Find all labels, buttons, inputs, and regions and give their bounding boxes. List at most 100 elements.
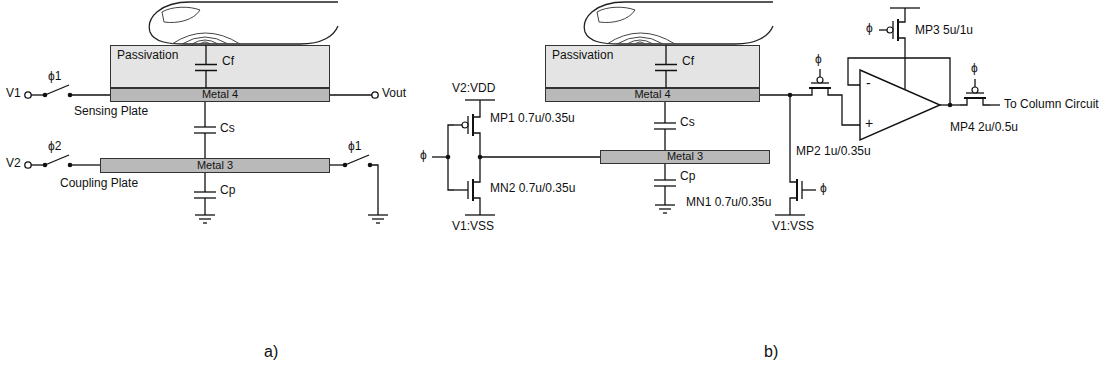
capacitor-plate [194, 132, 216, 133]
capacitor-plate [654, 128, 676, 129]
plate-name: Metal 4 [634, 89, 670, 101]
capacitor-connector [204, 102, 205, 158]
capacitor-label: Cs [680, 116, 695, 129]
wire [904, 45, 905, 89]
input-sign: - [866, 76, 871, 91]
layer-name: Passivation [117, 49, 178, 62]
ground-symbol [655, 204, 675, 205]
connectors [205, 102, 665, 158]
capacitor-plate [194, 126, 216, 127]
switch-symbol [45, 155, 69, 165]
transistor-label: MP1 0.7u/0.35u [490, 112, 575, 125]
wire [204, 173, 205, 192]
ground-symbol [659, 208, 671, 209]
plate-name: Sensing Plate [74, 105, 148, 118]
nmos-symbol [454, 175, 480, 205]
wire [664, 164, 665, 180]
clock-label: ϕ [815, 53, 822, 66]
ground-symbol [199, 218, 211, 219]
transistor-label: MN1 0.7u/0.35u [686, 196, 771, 209]
switch-symbol [345, 155, 369, 165]
pmos-symbol [454, 110, 480, 140]
capacitor-label: Cp [220, 184, 235, 197]
clock-label: ϕ [820, 182, 827, 195]
wire [370, 165, 378, 215]
capacitor-connector [664, 102, 665, 150]
wire [904, 8, 905, 15]
metal-plate: Metal 4 [545, 88, 760, 102]
wire [70, 164, 100, 165]
ground-symbol [663, 212, 667, 213]
output-label: To Column Circuit [1004, 98, 1099, 111]
nmos-symbol [790, 175, 816, 205]
wire [330, 94, 372, 95]
layer-name: Passivation [552, 49, 613, 62]
wire [835, 95, 860, 125]
wire [70, 94, 110, 95]
wire [760, 94, 805, 95]
finger-illustration [149, 2, 338, 44]
ground-symbol [376, 222, 380, 223]
transistor-label: MP4 2u/0.5u [950, 121, 1018, 134]
junction-dot [478, 155, 483, 160]
capacitor-label: Cp [680, 170, 695, 183]
feedback-wire [848, 58, 950, 105]
transistor-label: MP3 5u/1u [915, 24, 973, 37]
plate-name: Coupling Plate [60, 177, 138, 190]
wire [789, 205, 790, 215]
wire [480, 156, 600, 157]
switch-label: ϕ2 [48, 140, 61, 153]
wire [664, 186, 665, 205]
switch-symbol [45, 85, 69, 95]
switch-label: ϕ1 [48, 70, 61, 83]
transistor-label: MP2 1u/0.35u [796, 145, 871, 158]
supply-label: V2 [6, 157, 21, 170]
finger-illustration [584, 2, 773, 44]
wire [204, 198, 205, 215]
switch-label: ϕ1 [348, 140, 361, 153]
passivation-layer: Passivation [110, 45, 330, 88]
panel-label: b) [764, 343, 778, 361]
pmos-symbol [879, 15, 905, 45]
supply-rail [465, 214, 495, 215]
capacitor-plate [654, 179, 676, 180]
metal-plate: Metal 4 [110, 88, 330, 102]
wire [990, 104, 1000, 105]
wire [789, 95, 790, 175]
plate-name: Metal 3 [197, 160, 233, 172]
metal-plate: Metal 3 [600, 150, 770, 164]
capacitor-label: Cf [222, 55, 234, 68]
supply-label: V2:VDD [452, 82, 495, 95]
terminal [25, 162, 31, 168]
clock-label: ϕ [866, 22, 873, 35]
input-sign: + [865, 116, 873, 131]
supply-label: V1:VSS [772, 220, 814, 233]
panel-label: a) [264, 343, 278, 361]
metal-plate: Metal 3 [100, 158, 330, 173]
capacitor-label: Cs [220, 122, 235, 135]
junction-dot [446, 155, 451, 160]
terminal [25, 92, 31, 98]
pmos-symbol [805, 69, 835, 95]
ground-symbol [372, 218, 384, 219]
plate-name: Metal 4 [202, 89, 238, 101]
ground-symbol [368, 214, 388, 215]
supply-rail [775, 214, 805, 215]
output-label: Vout [382, 87, 406, 100]
terminal [372, 92, 378, 98]
wire [479, 100, 480, 110]
pmos-symbol [960, 79, 990, 105]
transistor-label: MN2 0.7u/0.35u [490, 182, 575, 195]
opamp-symbol [860, 70, 940, 140]
ground-symbol [195, 214, 215, 215]
capacitor-label: Cf [682, 55, 694, 68]
clock-label: ϕ [420, 149, 427, 162]
plate-name: Metal 3 [667, 151, 703, 163]
ground-symbol [203, 222, 207, 223]
capacitor-plate [194, 191, 216, 192]
capacitor-plate [654, 122, 676, 123]
wire [479, 205, 480, 215]
supply-label: V1 [6, 87, 21, 100]
clock-label: ϕ [971, 62, 978, 75]
